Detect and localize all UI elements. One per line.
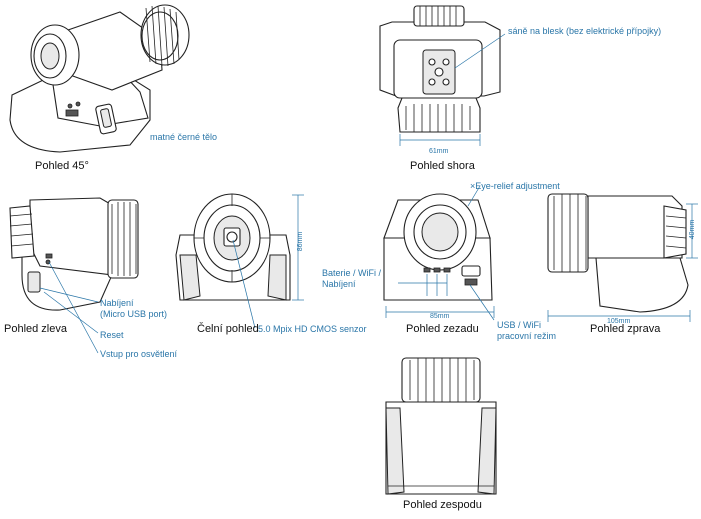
view-back-drawing [383, 185, 495, 321]
dim-top-width: 61mm [429, 148, 449, 155]
callout-usb-wifi: USB / WiFi pracovní režim [497, 320, 557, 341]
view-right-drawing [547, 193, 698, 322]
view-bottom-drawing [385, 357, 497, 495]
caption-view-top: Pohled shora [410, 160, 475, 172]
dim-right-width: 105mm [607, 318, 631, 325]
dim-right-height: 40mm [689, 219, 697, 240]
callout-shoe: sáně na blesk (bez elektrické přípojky) [508, 26, 662, 36]
view-front-drawing [175, 193, 304, 329]
dim-front-height: 86mm [297, 231, 305, 252]
callout-sensor: 5.0 Mpix HD CMOS senzor [258, 324, 367, 334]
view-45-drawing [9, 4, 190, 153]
caption-view-bottom: Pohled zespodu [403, 499, 482, 511]
dim-back-width: 85mm [430, 313, 450, 320]
callout-charging: Nabíjení (Micro USB port) [100, 298, 168, 319]
callout-light-input: Vstup pro osvětlení [100, 349, 178, 359]
caption-view-left: Pohled zleva [4, 323, 67, 335]
caption-view-back: Pohled zezadu [406, 323, 479, 335]
caption-view-front: Čelní pohled [197, 323, 259, 335]
callout-body: matné černé tělo [150, 132, 218, 142]
callout-eye-relief: ×Eye-relief adjustment [470, 181, 560, 191]
view-top-drawing [379, 5, 506, 146]
callout-eye-relief-text: Eye-relief adjustment [475, 181, 560, 191]
caption-view-right: Pohled zprava [590, 323, 661, 335]
callout-battery: Baterie / WiFi / Nabíjení [322, 268, 382, 289]
caption-view-45: Pohled 45° [35, 160, 89, 172]
callout-reset: Reset [100, 330, 124, 340]
view-left-drawing [9, 197, 139, 354]
